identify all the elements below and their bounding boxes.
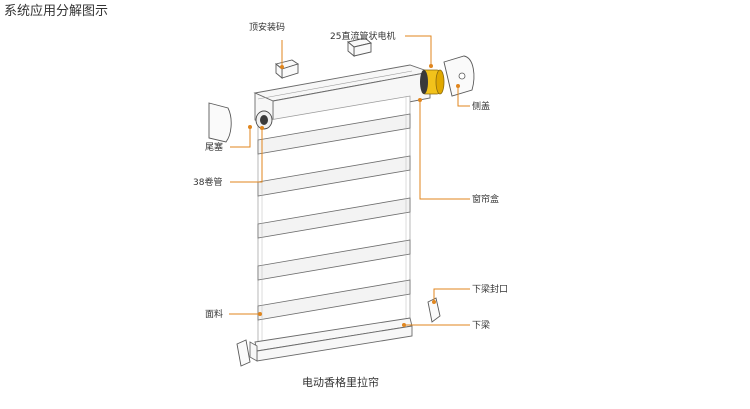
blind-fabric (257, 95, 411, 346)
bottom-cap-right (427, 297, 441, 323)
tube-motor (420, 69, 445, 95)
bottom-rail (249, 317, 413, 362)
leader-dot (260, 126, 264, 130)
leader-dot (429, 64, 433, 68)
label-cassette: 窗帘盒 (472, 193, 499, 205)
leader-dot (402, 323, 406, 327)
side-cover-left (208, 102, 232, 143)
leader-dot (418, 98, 422, 102)
label-side-cover: 侧盖 (472, 100, 490, 112)
label-bottom-rail: 下梁 (472, 319, 490, 331)
leader-dot (432, 300, 436, 304)
leader-side-cover (457, 86, 470, 107)
leader-tube (230, 128, 263, 183)
page-title: 系统应用分解图示 (4, 4, 109, 19)
bottom-cap-left (236, 339, 251, 367)
label-tube: 38卷管 (193, 176, 222, 188)
leader-dot (280, 65, 284, 69)
end-plug (255, 110, 273, 130)
label-fabric: 面料 (205, 308, 223, 320)
leader-dot (456, 84, 460, 88)
label-top-bracket: 顶安装码 (249, 21, 285, 33)
label-end-plug: 尾塞 (205, 141, 223, 153)
figure-caption: 电动香格里拉帘 (302, 375, 379, 389)
leader-end-plug (230, 127, 251, 148)
side-cover-right (443, 55, 475, 97)
label-motor: 25直流管状电机 (330, 30, 395, 42)
leader-motor (405, 35, 432, 66)
leader-dot (248, 125, 252, 129)
label-bottom-cap: 下梁封口 (472, 283, 508, 295)
leader-dot (258, 312, 262, 316)
top-bracket-left (275, 59, 300, 79)
leader-cassette (419, 100, 470, 200)
leader-bottom-cap (433, 288, 470, 302)
top-bracket-right (347, 37, 372, 57)
